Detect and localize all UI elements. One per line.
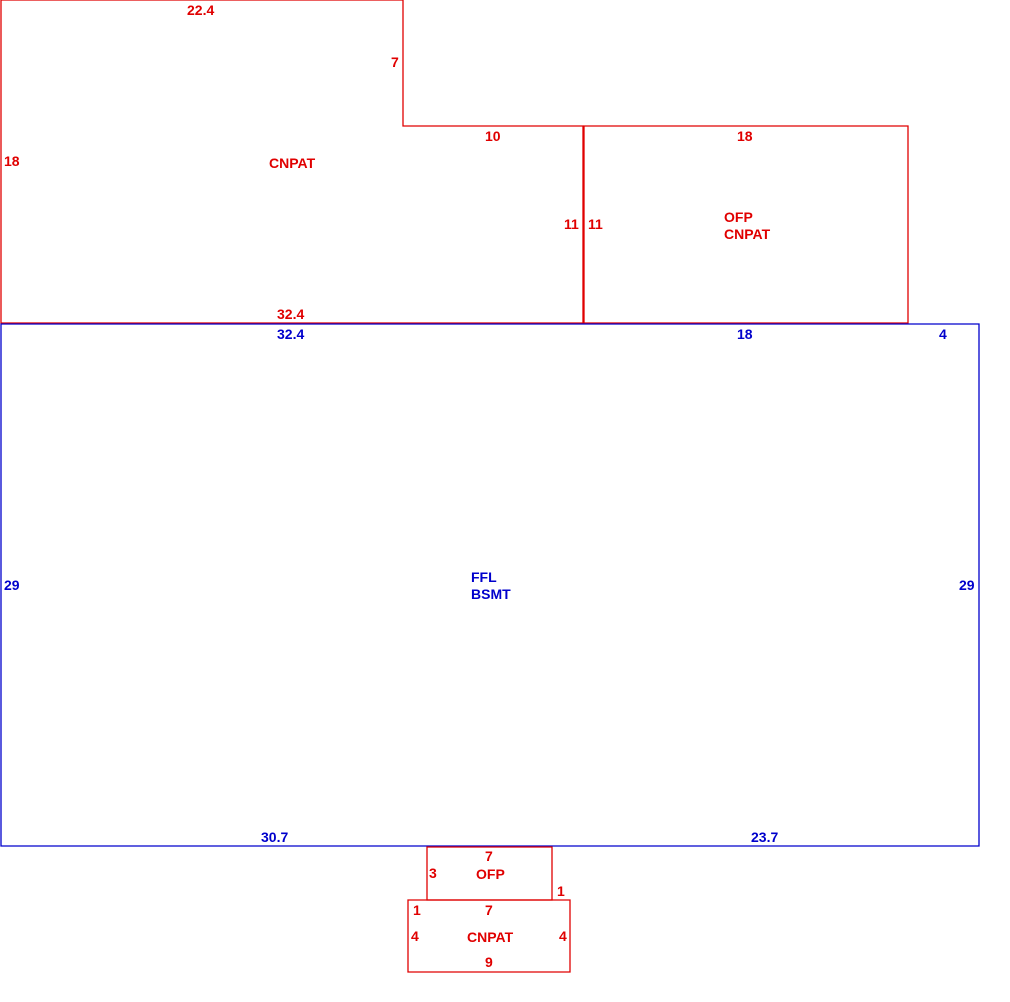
- dim-ul-top: 22.4: [187, 2, 214, 18]
- dim-main-bottom-left: 30.7: [261, 829, 288, 845]
- area-label-upper-left: CNPAT: [269, 155, 316, 171]
- dim-patio-right: 4: [559, 928, 567, 944]
- dim-porch-right: 1: [557, 883, 565, 899]
- dim-ul-right: 11: [564, 216, 579, 232]
- dim-porch-left: 3: [429, 865, 437, 881]
- dim-ur-top: 18: [737, 128, 753, 144]
- dim-main-top-right: 4: [939, 326, 947, 342]
- area-label-upper-right-2: CNPAT: [724, 226, 771, 242]
- dim-main-right: 29: [959, 577, 975, 593]
- dim-porch-top: 7: [485, 848, 493, 864]
- dim-ur-left: 11: [588, 216, 603, 232]
- area-label-main-2: BSMT: [471, 586, 511, 602]
- dim-ul-left: 18: [4, 153, 20, 169]
- dim-patio-top: 7: [485, 902, 493, 918]
- dim-main-top-mid: 18: [737, 326, 753, 342]
- area-label-main-1: FFL: [471, 569, 497, 585]
- upper-left-patio-outline: [0, 0, 584, 324]
- dim-ul-notch: 7: [391, 54, 399, 70]
- front-patio-outline: [407, 899, 571, 973]
- area-label-front-patio: CNPAT: [467, 929, 514, 945]
- dim-ul-step: 10: [485, 128, 501, 144]
- dim-main-bottom-right: 23.7: [751, 829, 778, 845]
- main-living-outline: [0, 323, 980, 847]
- area-label-front-porch: OFP: [476, 866, 505, 882]
- upper-right-porch-outline: [583, 125, 909, 324]
- dim-ul-bottom: 32.4: [277, 306, 304, 322]
- dim-main-left: 29: [4, 577, 20, 593]
- dim-patio-bottom: 9: [485, 954, 493, 970]
- area-label-upper-right-1: OFP: [724, 209, 753, 225]
- dim-patio-left: 4: [411, 928, 419, 944]
- dim-main-top-left: 32.4: [277, 326, 304, 342]
- dim-patio-left-step: 1: [413, 902, 421, 918]
